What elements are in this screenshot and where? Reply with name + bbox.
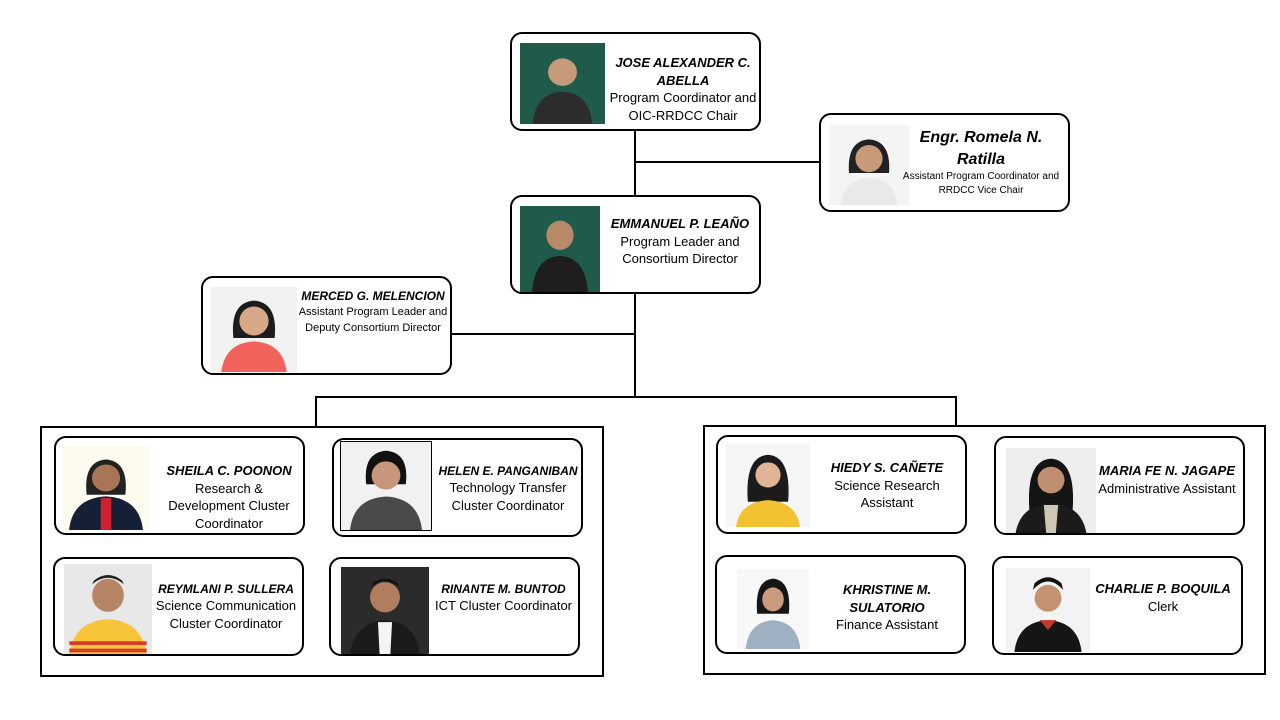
card-finance-assistant: KHRISTINE M. SULATORIO Finance Assistant xyxy=(715,555,966,654)
person-photo xyxy=(1006,568,1090,652)
person-role: Finance Assistant xyxy=(836,617,938,633)
person-photo xyxy=(520,206,600,292)
person-role: Research & Development Cluster Coordinat… xyxy=(168,480,290,531)
person-role: Assistant Program Coordinator and RRDCC … xyxy=(902,171,1060,197)
person-photo xyxy=(829,125,909,205)
person-role: Clerk xyxy=(1147,598,1179,614)
person-name: RINANTE M. BUNTOD xyxy=(441,582,566,596)
person-name: SHEILA C. POONON xyxy=(166,463,292,478)
person-name: Engr. Romela N. Ratilla xyxy=(919,129,1043,168)
connector-left-group xyxy=(315,396,317,427)
person-photo xyxy=(737,569,809,649)
person-name: JOSE ALEXANDER C. ABELLA xyxy=(615,55,751,88)
card-clerk: CHARLIE P. BOQUILA Clerk xyxy=(992,556,1243,655)
person-photo xyxy=(1006,448,1096,533)
connector-horizontal-split xyxy=(315,396,957,398)
person-role: Science Research Assistant xyxy=(834,477,940,511)
person-photo xyxy=(340,441,432,531)
card-assistant-program-leader: MERCED G. MELENCION Assistant Program Le… xyxy=(201,276,452,375)
person-photo xyxy=(341,567,429,654)
connector-to-assistant-leader xyxy=(450,333,635,335)
person-name: MARIA FE N. JAGAPE xyxy=(1098,463,1236,478)
person-name: HELEN E. PANGANIBAN xyxy=(438,464,578,478)
card-science-research-assistant: HIEDY S. CAÑETE Science Research Assista… xyxy=(716,435,967,534)
person-photo xyxy=(64,564,152,654)
person-name: MERCED G. MELENCION xyxy=(301,289,445,303)
person-photo xyxy=(726,443,810,527)
person-name: REYMLANI P. SULLERA xyxy=(158,582,294,596)
person-role: Assistant Program Leader and Deputy Cons… xyxy=(298,306,448,335)
connector-coordinator-to-leader xyxy=(634,130,636,197)
person-name: HIEDY S. CAÑETE xyxy=(830,460,944,475)
card-rd-cluster-coordinator: SHEILA C. POONON Research & Development … xyxy=(54,436,305,535)
card-program-coordinator: JOSE ALEXANDER C. ABELLA Program Coordin… xyxy=(510,32,761,131)
connector-right-group xyxy=(955,396,957,426)
person-role: Program Leader and Consortium Director xyxy=(620,233,740,267)
person-role: Technology Transfer Cluster Coordinator xyxy=(449,480,567,513)
person-name: KHRISTINE M. SULATORIO xyxy=(842,582,932,615)
card-administrative-assistant: MARIA FE N. JAGAPE Administrative Assist… xyxy=(994,436,1245,535)
card-assistant-program-coordinator: Engr. Romela N. Ratilla Assistant Progra… xyxy=(819,113,1070,212)
person-photo xyxy=(211,287,297,372)
person-name: CHARLIE P. BOQUILA xyxy=(1095,581,1231,596)
card-science-communication-coordinator: REYMLANI P. SULLERA Science Communicatio… xyxy=(53,557,304,656)
person-name: EMMANUEL P. LEAÑO xyxy=(610,216,750,231)
card-ict-cluster-coordinator: RINANTE M. BUNTOD ICT Cluster Coordinato… xyxy=(329,557,580,656)
person-photo xyxy=(520,43,605,124)
person-role: ICT Cluster Coordinator xyxy=(434,598,573,614)
person-role: Program Coordinator and OIC-RRDCC Chair xyxy=(609,90,757,123)
connector-leader-down xyxy=(634,293,636,397)
connector-to-assistant-coordinator xyxy=(634,161,820,163)
card-program-leader: EMMANUEL P. LEAÑO Program Leader and Con… xyxy=(510,195,761,294)
person-role: Administrative Assistant xyxy=(1098,480,1236,496)
person-role: Science Communication Cluster Coordinato… xyxy=(155,598,297,631)
card-technology-transfer-coordinator: HELEN E. PANGANIBAN Technology Transfer … xyxy=(332,438,583,537)
person-photo xyxy=(62,446,150,530)
